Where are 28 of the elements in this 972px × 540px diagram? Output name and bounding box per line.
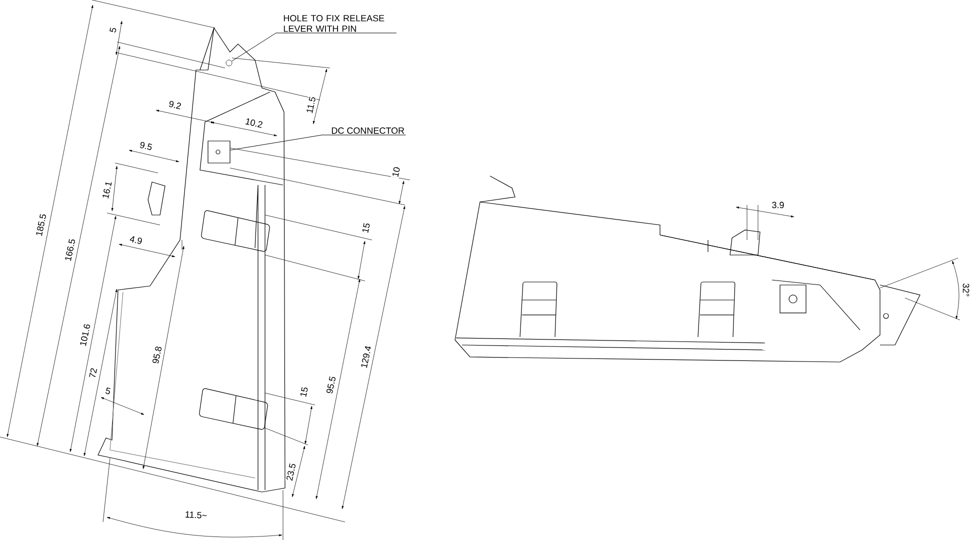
dimension-label: 3.9 <box>770 201 786 209</box>
dimension-label: 4.9 <box>128 234 144 246</box>
dimension-label: 129.4 <box>360 344 372 370</box>
dimension-label: 95.5 <box>325 374 337 396</box>
callout-text: HOLE TO FIX RELEASE LEVER WITH PIN <box>284 15 384 32</box>
leader-line <box>230 134 406 150</box>
dimension-label: 11.5~ <box>184 510 208 520</box>
dimension-label: 101.6 <box>78 322 92 348</box>
dimension-label: 10 <box>390 165 402 178</box>
dimension-label: 15 <box>360 222 372 234</box>
pin-hole <box>226 60 232 66</box>
dimension-label: 5 <box>108 26 118 34</box>
dimension-label: 166.5 <box>64 237 76 263</box>
dimension-label: 10.2 <box>244 116 264 130</box>
dimension-label: 9.2 <box>167 100 183 110</box>
dimension-label: 72 <box>88 366 98 380</box>
dimension-label: 9.5 <box>138 140 154 152</box>
dimension-label: 185.5 <box>34 212 48 238</box>
leader-line <box>231 32 397 62</box>
dimension-label: 15 <box>298 386 310 398</box>
dimension-label: 95.8 <box>151 344 163 366</box>
dimension-label: 11.5 <box>305 95 317 115</box>
callout-text: DC CONNECTOR <box>332 127 404 134</box>
dimension-label: 16.1 <box>101 180 113 200</box>
dimension-label: 5 <box>104 386 112 396</box>
connector-port <box>208 140 230 164</box>
dimension-label: 32° <box>962 282 970 298</box>
dimension-label: 23.5 <box>285 462 297 482</box>
